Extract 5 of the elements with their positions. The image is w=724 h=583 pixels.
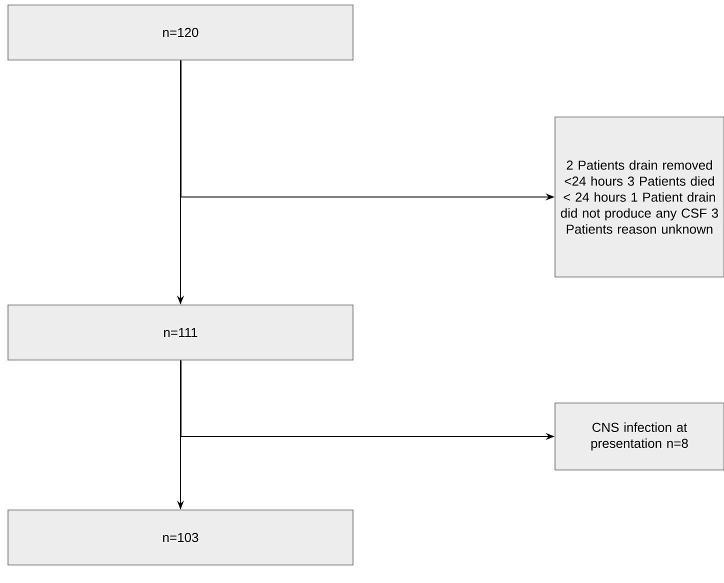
flow-box: 2 Patients drain removed <24 hours 3 Patients died < 24 hours 1 Patient drain did not produce any CSF 3 Patients reason unknown [554, 116, 724, 278]
flow-box: n=103 [8, 510, 354, 566]
flow-box: n=120 [8, 4, 354, 60]
flow-box: n=111 [8, 304, 354, 360]
flow-box: CNS infection at presentation n=8 [554, 402, 724, 470]
